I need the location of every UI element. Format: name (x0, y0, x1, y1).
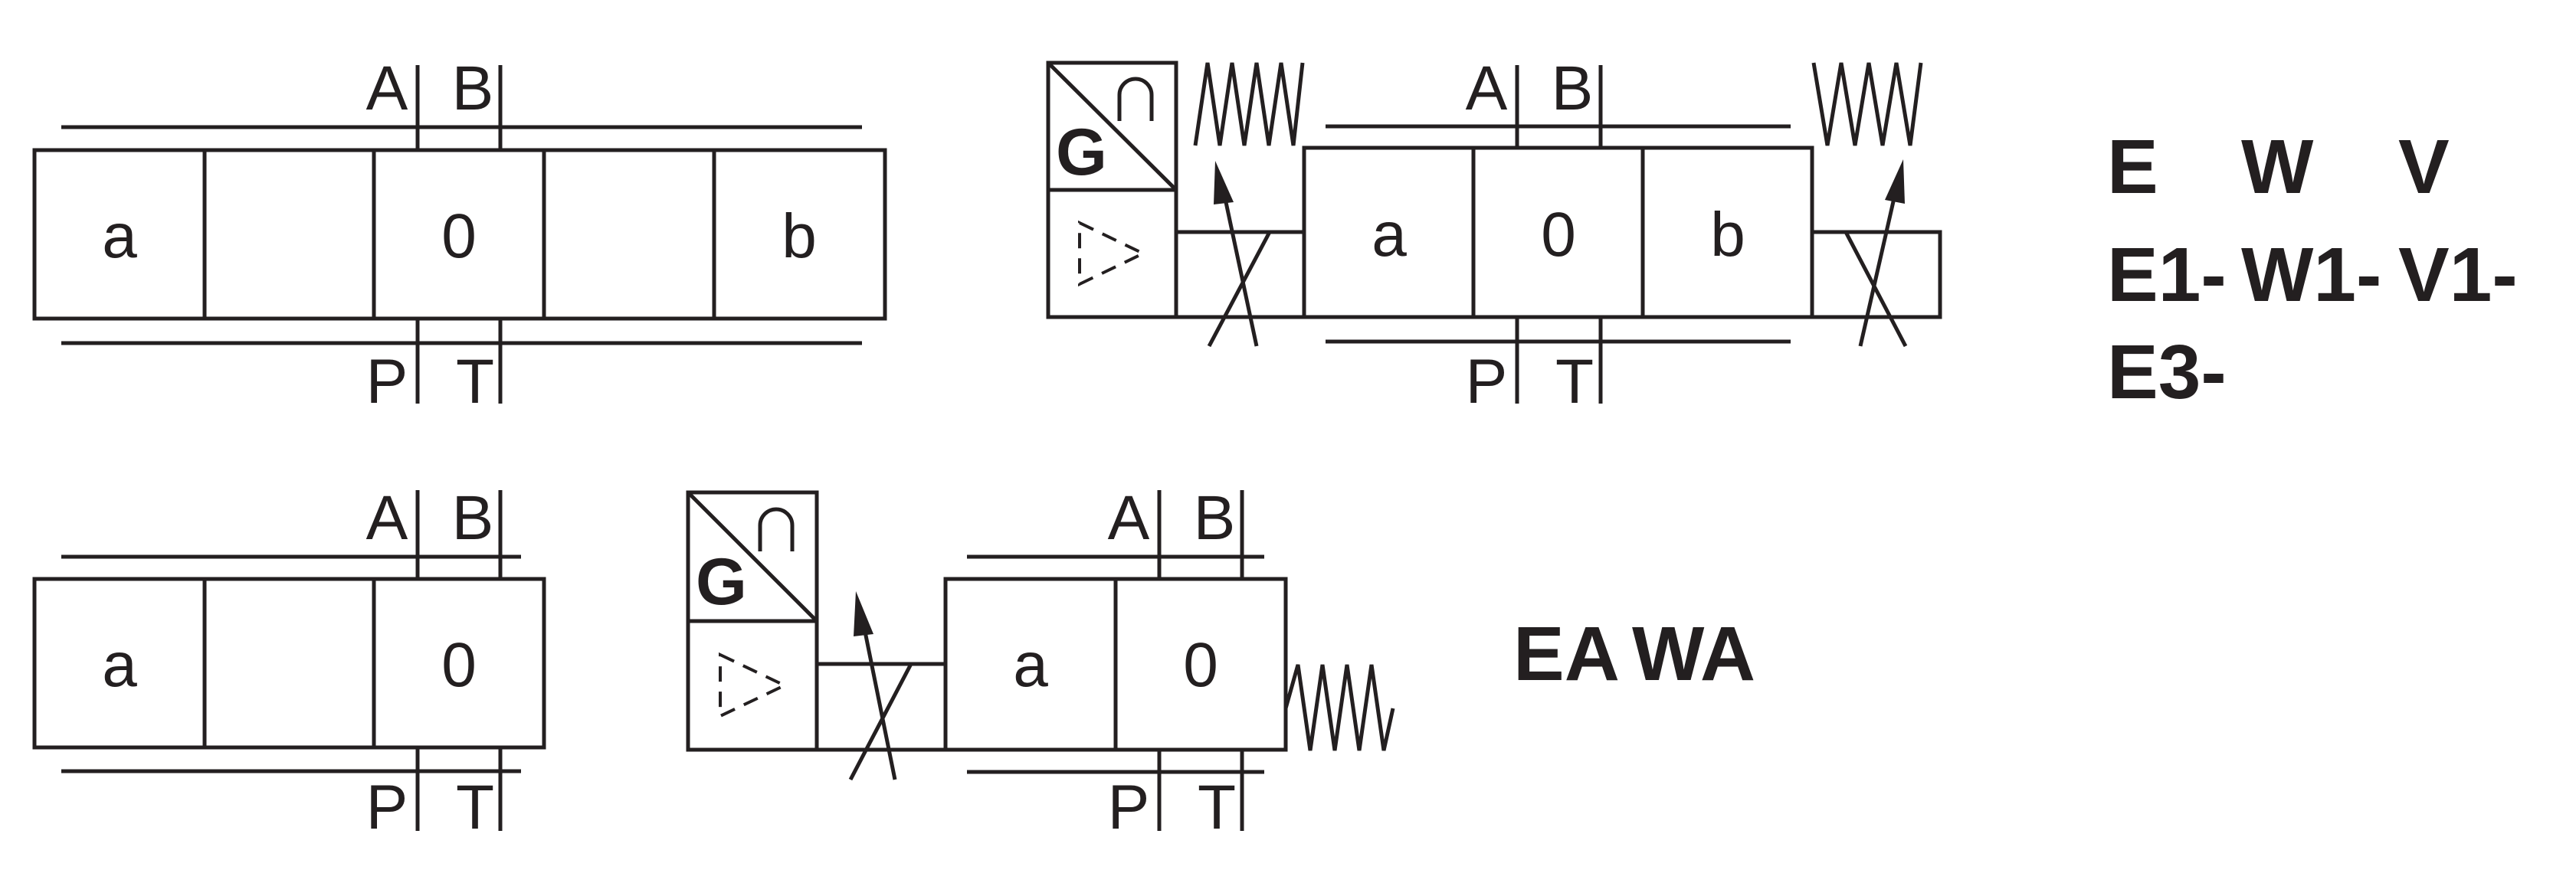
code-label: E1- (2107, 232, 2227, 318)
position-0-label: 0 (1541, 200, 1576, 270)
position-b-label: b (1710, 200, 1745, 270)
position-a-label: a (102, 630, 137, 700)
adjust-arrow-shaft (861, 623, 897, 780)
port-p-label: P (1108, 773, 1150, 842)
proportional-three-position-valve-symbol: G A B P T a 0 b (1046, 54, 1942, 417)
control-symbol-icon (1117, 77, 1154, 121)
port-b-label: B (452, 54, 494, 123)
code-label: W (2241, 124, 2314, 210)
port-p-label: P (366, 773, 408, 842)
control-symbol-icon (758, 507, 795, 551)
valve-body (32, 148, 887, 321)
port-t-label: T (1555, 347, 1594, 417)
code-label: E (2107, 124, 2158, 210)
amplifier-triangle-icon (1078, 220, 1147, 287)
port-b-label: B (452, 483, 494, 553)
port-a-label: A (1108, 483, 1150, 553)
code-label: E3- (2107, 329, 2227, 415)
adjust-arrow-head-icon (854, 591, 873, 636)
adjust-arrow-head-icon (1885, 159, 1905, 204)
spring-icon (1811, 62, 1923, 146)
three-position-valve-symbol: A B P T a 0 b (32, 54, 887, 417)
solenoid-cross-line (1207, 231, 1272, 348)
control-box-diagonal (687, 491, 818, 623)
spring-icon (1283, 664, 1395, 751)
port-a-label: A (366, 54, 408, 123)
port-p-label: P (1466, 347, 1508, 417)
port-t-label: T (456, 347, 494, 417)
code-label: W1- (2241, 232, 2381, 318)
two-position-valve-symbol: A B P T a 0 (32, 483, 546, 842)
control-letter: G (1056, 116, 1107, 189)
code-label: WA (1632, 611, 1755, 697)
position-0-label: 0 (1183, 630, 1218, 700)
solenoid-cross-line (1844, 231, 1908, 348)
port-a-label: A (366, 483, 408, 553)
solenoid-box (1810, 230, 1942, 319)
amplifier-triangle-icon (719, 652, 788, 719)
port-t-label: T (1198, 773, 1236, 842)
code-label: V (2398, 124, 2450, 210)
code-labels: E W V E1- W1- V1- E3- EA WA (1513, 124, 2518, 697)
spring-icon (1193, 62, 1305, 146)
position-a-label: a (1013, 630, 1048, 700)
solenoid-cross-line (848, 662, 913, 781)
transition-box (202, 577, 376, 750)
control-box-diagonal (1047, 61, 1178, 191)
valve-body (32, 577, 546, 750)
transition-box (202, 148, 376, 321)
position-a-label: a (1372, 200, 1407, 270)
transition-box (542, 148, 716, 321)
adjust-arrow-shaft (1858, 191, 1898, 347)
position-b-label: b (782, 201, 817, 271)
position-a-label: a (102, 201, 137, 271)
port-b-label: B (1194, 483, 1236, 553)
code-label: EA (1513, 611, 1620, 697)
port-b-label: B (1552, 54, 1594, 123)
amplifier-box (1046, 188, 1178, 319)
port-p-label: P (366, 347, 408, 417)
proportional-two-position-valve-symbol: G A B P T a 0 (686, 483, 1395, 842)
adjust-arrow-head-icon (1214, 161, 1234, 204)
amplifier-box (686, 619, 819, 752)
port-t-label: T (456, 773, 494, 842)
port-a-label: A (1466, 54, 1508, 123)
position-0-label: 0 (441, 630, 477, 700)
adjust-arrow-shaft (1221, 191, 1259, 347)
code-label: V1- (2398, 232, 2518, 318)
position-0-label: 0 (441, 201, 477, 271)
control-letter: G (696, 545, 747, 619)
